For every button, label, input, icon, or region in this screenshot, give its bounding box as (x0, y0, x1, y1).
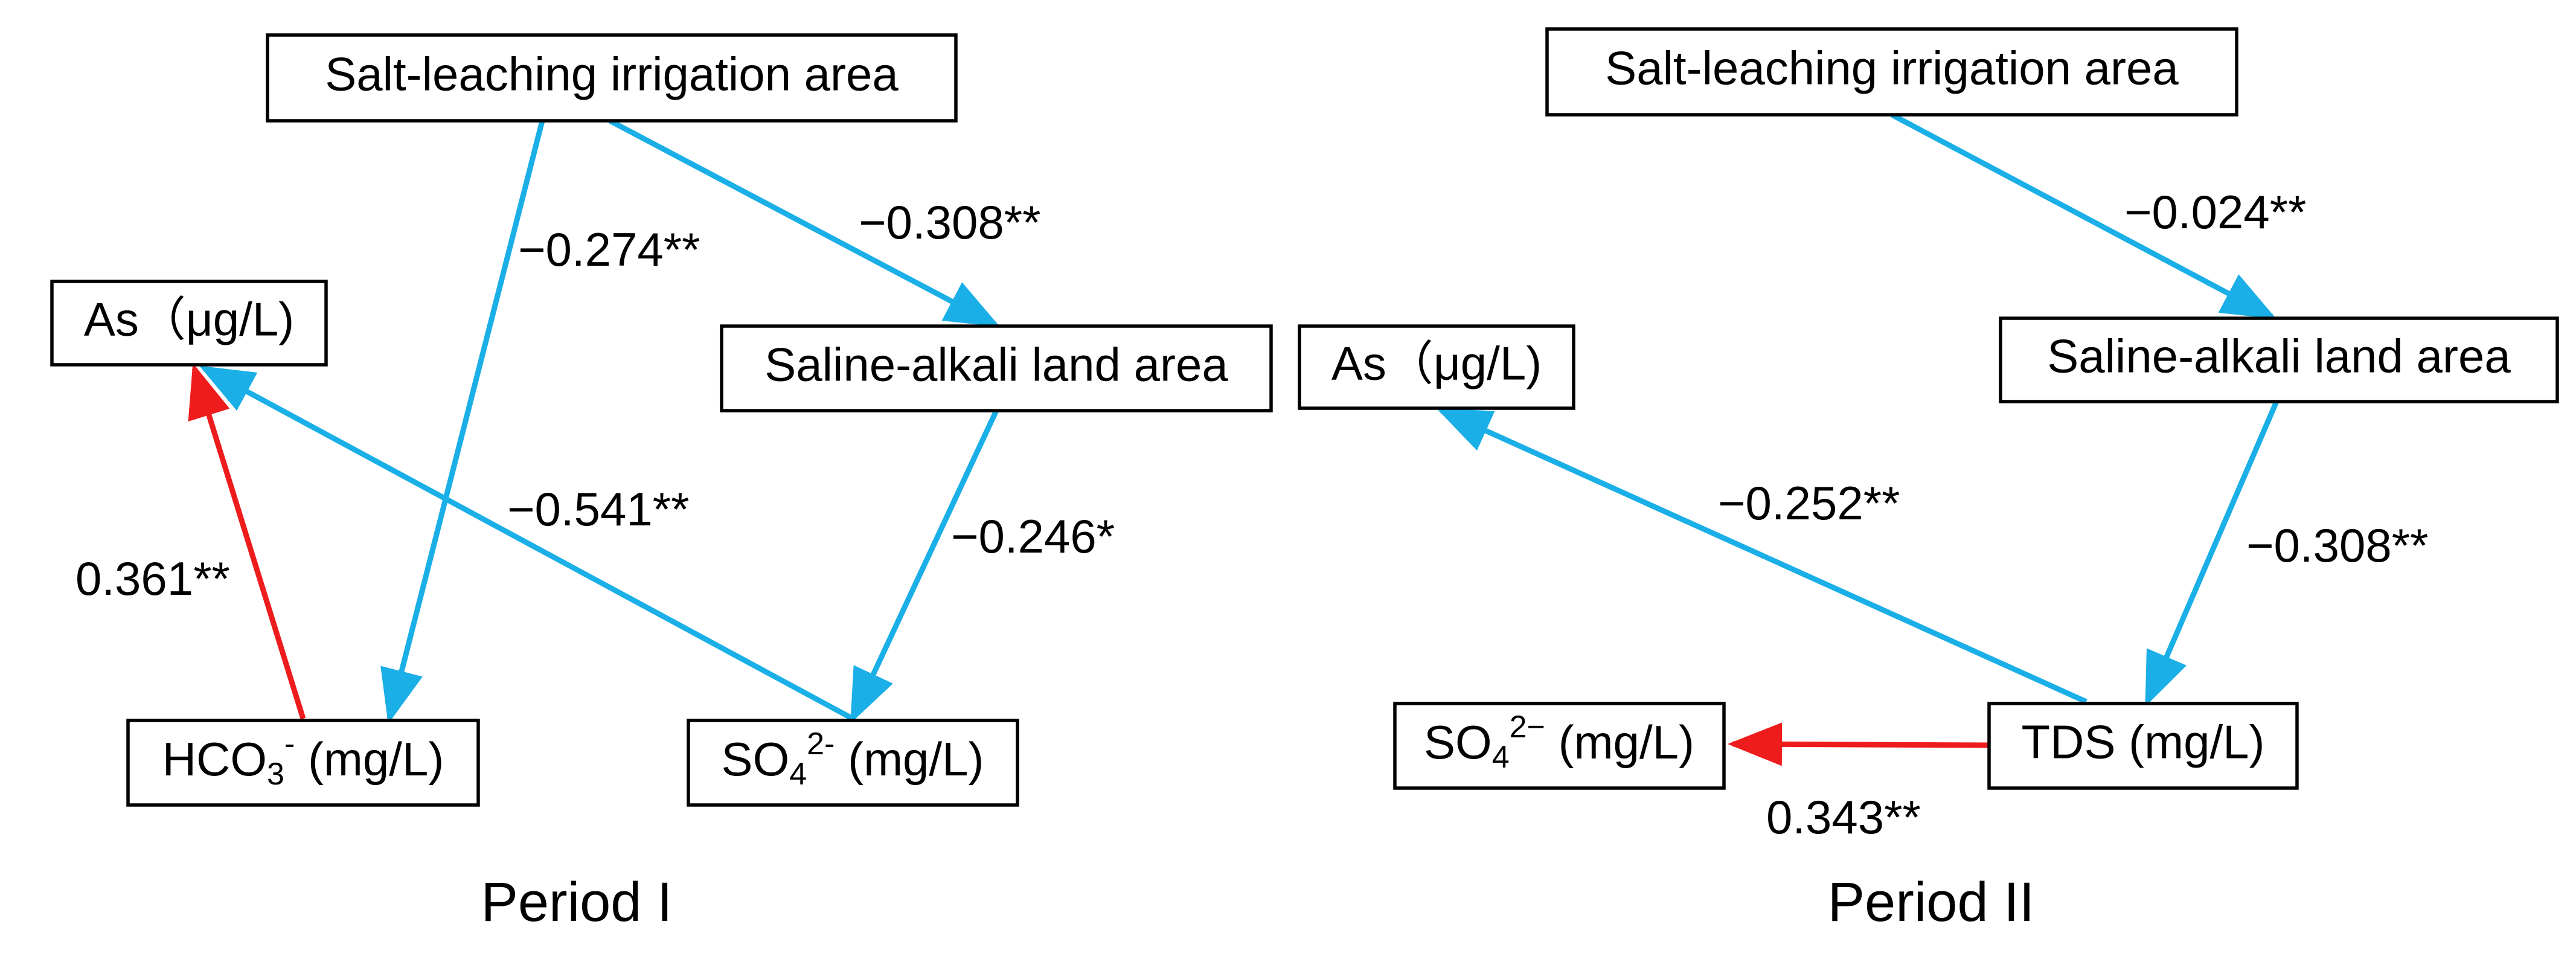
period-1-title: Period I (481, 871, 672, 933)
edge-label-p1-irrigation-hco3: −0.274** (518, 223, 700, 276)
period-2-panel: −0.024** −0.308** −0.252** 0.343** Salt-… (1298, 27, 2559, 933)
node-p2-tds: TDS (mg/L) (1987, 702, 2299, 790)
edge-p1-irrigation-hco3 (380, 120, 545, 724)
edge-p1-so4-as (199, 365, 854, 721)
formula-superscript: - (284, 726, 295, 762)
node-label: As（μg/L) (84, 293, 294, 346)
node-label: TDS (mg/L) (2021, 716, 2264, 769)
formula-subscript: 4 (789, 757, 807, 792)
node-p2-irrigation: Salt-leaching irrigation area (1545, 27, 2238, 117)
edge-p1-irrigation-saline (608, 118, 1000, 327)
edge-p1-hco3-as (188, 363, 306, 720)
formula-subscript: 4 (1492, 740, 1510, 775)
node-p1-irrigation: Salt-leaching irrigation area (266, 33, 958, 123)
edge-p2-tds-so4 (1728, 722, 1989, 766)
formula-unit: (mg/L) (835, 733, 984, 786)
edge-label-p2-tds-so4: 0.343** (1766, 790, 1921, 844)
edge-label-p2-irrigation-saline: −0.024** (2124, 185, 2306, 239)
edge-label-p1-so4-as: −0.541** (507, 483, 689, 536)
edge-p2-saline-tds (2144, 400, 2280, 707)
period-2-title: Period II (1828, 871, 2035, 933)
node-label: SO42− (mg/L) (1424, 710, 1694, 775)
edge-p2-tds-as (1436, 408, 2087, 705)
node-label: HCO3- (mg/L) (162, 726, 444, 792)
edge-label-p1-irrigation-saline: −0.308** (859, 196, 1040, 249)
node-label: Saline-alkali land area (2047, 330, 2511, 383)
formula-superscript: 2− (1510, 710, 1545, 745)
node-p2-saline: Saline-alkali land area (1999, 316, 2559, 403)
formula-superscript: 2- (807, 726, 835, 762)
node-p2-as: As（μg/L) (1298, 324, 1575, 410)
node-p1-so4: SO42- (mg/L) (687, 719, 1019, 807)
edge-label-p2-tds-as: −0.252** (1718, 476, 1900, 530)
node-label: Salt-leaching irrigation area (325, 48, 899, 101)
node-p1-as: As（μg/L) (50, 280, 328, 367)
period-1-panel: −0.274** −0.308** −0.246* −0.541** 0.361… (50, 33, 1273, 933)
formula-main: HCO (162, 733, 267, 786)
formula-main: SO (1424, 716, 1492, 769)
formula-main: SO (722, 733, 790, 786)
formula-unit: (mg/L) (1545, 716, 1694, 769)
node-label: Saline-alkali land area (764, 338, 1228, 391)
node-p1-saline: Saline-alkali land area (720, 324, 1273, 412)
edge-p2-irrigation-saline (1890, 112, 2276, 319)
formula-unit: (mg/L) (295, 733, 444, 786)
node-p2-so4: SO42− (mg/L) (1393, 702, 1726, 790)
node-label: Salt-leaching irrigation area (1605, 42, 2179, 95)
edge-p1-saline-so4 (850, 409, 999, 724)
edge-label-p1-saline-so4: −0.246* (951, 510, 1115, 563)
node-label: SO42- (mg/L) (722, 726, 984, 792)
edge-label-p2-saline-tds: −0.308** (2246, 519, 2428, 572)
formula-subscript: 3 (267, 757, 284, 792)
edge-label-p1-hco3-as: 0.361** (75, 552, 230, 605)
node-p1-hco3: HCO3- (mg/L) (126, 719, 480, 807)
node-label: As（μg/L) (1331, 337, 1542, 390)
